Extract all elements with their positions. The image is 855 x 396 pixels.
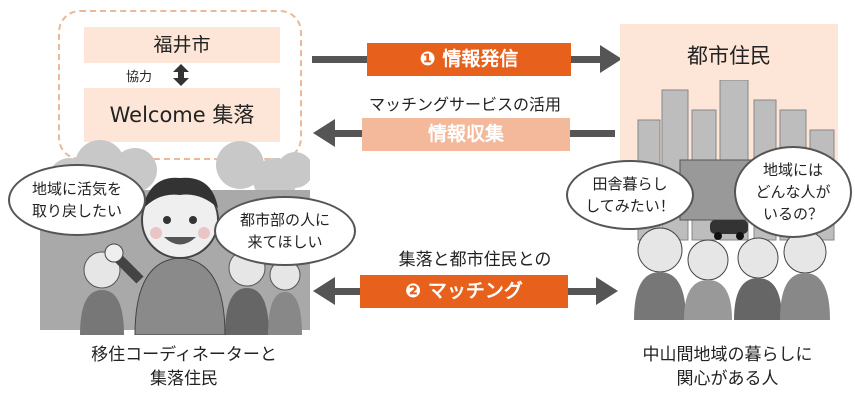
- welcome-village-label: Welcome 集落: [109, 103, 255, 127]
- bidirectional-arrow-icon: [173, 64, 189, 86]
- matching-arrowhead-left: [313, 277, 335, 305]
- matching-service-text: マッチングサービスの活用: [368, 95, 561, 114]
- fukui-city-box: 福井市: [84, 27, 280, 63]
- info-collect-arrowhead: [313, 119, 335, 147]
- info-send-label: ❶ 情報発信: [367, 43, 571, 76]
- left-caption-line2: 集落住民: [150, 369, 218, 389]
- speech-bubble-come-visit: 都市部の人に 来てほしい: [214, 196, 356, 266]
- info-collect-label: 情報収集: [362, 118, 570, 151]
- info-send-text: ❶ 情報発信: [419, 48, 519, 70]
- left-caption-line1: 移住コーディネーターと: [91, 345, 277, 365]
- bubble-text-line: 都市部の人に: [239, 211, 330, 229]
- speech-bubble-country-life: 田舎暮らし してみたい！: [566, 160, 694, 230]
- bubble-text-line: してみたい！: [585, 197, 675, 215]
- bubble-text-line: 地域には: [762, 161, 823, 179]
- bubble-text-line: どんな人が: [755, 183, 831, 201]
- matching-intro-text: 集落と都市住民との: [398, 250, 552, 270]
- bubble-text-line: 地域に活気を: [31, 180, 122, 198]
- info-send-arrowhead: [600, 45, 622, 73]
- matching-arrowhead-right: [596, 277, 618, 305]
- info-collect-text: 情報収集: [427, 123, 504, 145]
- speech-bubble-what-people: 地域には どんな人が いるの？: [734, 146, 852, 238]
- bubble-text-line: 取り戻したい: [31, 202, 122, 220]
- right-caption: 中山間地域の暮らしに 関心がある人: [600, 343, 855, 391]
- right-caption-line2: 関心がある人: [676, 369, 779, 389]
- matching-text: ❷ マッチング: [405, 280, 523, 302]
- bubble-text-line: 田舎暮らし: [592, 175, 668, 193]
- city-residents-title: 都市住民: [687, 44, 771, 68]
- matching-label: ❷ マッチング: [360, 275, 568, 308]
- left-caption: 移住コーディネーターと 集落住民: [48, 343, 320, 391]
- organization-group-border: [58, 10, 302, 160]
- speech-bubble-revitalize: 地域に活気を 取り戻したい: [8, 164, 146, 236]
- welcome-village-box: Welcome 集落: [84, 88, 280, 142]
- bubble-text-line: 来てほしい: [247, 233, 323, 251]
- bubble-text-line: いるの？: [762, 205, 823, 223]
- cooperation-label: 協力: [126, 70, 153, 85]
- right-caption-line1: 中山間地域の暮らしに: [642, 345, 813, 365]
- fukui-city-label: 福井市: [153, 34, 211, 56]
